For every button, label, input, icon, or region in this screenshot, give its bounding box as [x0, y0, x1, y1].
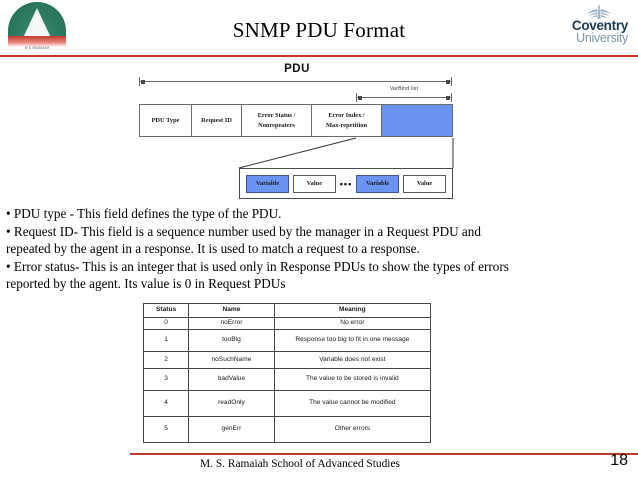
cell-meaning-1: Response too big to fit in one message — [273, 329, 432, 352]
varbind-expansion-connector-lines — [238, 137, 454, 169]
varbind-value-box-2: Value — [403, 174, 447, 193]
bullet-line-1: • PDU type - This field defines the type… — [6, 206, 282, 221]
coventry-logo-subname: University — [576, 31, 628, 45]
pdu-field-error-index: Error Index / Max-repetition — [312, 105, 382, 136]
cell-status-0: 0 — [142, 317, 190, 330]
bullet-line-2: • Request ID- This field is a sequence n… — [6, 223, 481, 239]
pdu-span-line — [139, 81, 452, 82]
table-header-meaning: Meaning — [273, 303, 432, 318]
varbind-variable-box-2: Variable — [356, 174, 400, 193]
varbind-list-expanded-row: Variable Value ••• Variable Value — [239, 168, 453, 199]
cell-name-3: badValue — [188, 368, 275, 391]
table-header-row: Status Name Meaning — [142, 303, 432, 318]
cell-name-1: tooBig — [188, 329, 275, 352]
msrsas-triangle-shape — [23, 8, 51, 38]
pdu-field-row: PDU Type Request ID Error Status / Nonre… — [139, 104, 453, 137]
table-row: 3 badValue The value to be stored is inv… — [142, 368, 432, 391]
cell-status-3: 3 — [142, 368, 190, 391]
pdu-span-left-arrow — [141, 79, 145, 84]
cell-meaning-3: The value to be stored is invalid — [273, 368, 432, 391]
slide-header: M S RAMAIAH SNMP PDU Format Coventry Uni… — [0, 0, 638, 57]
bullet-line-3: repeated by the agent in a response. It … — [6, 241, 420, 257]
cell-name-4: readOnly — [188, 390, 275, 417]
page-number: 18 — [610, 452, 628, 469]
pdu-span-right-arrow — [446, 79, 450, 84]
pdu-field-pdu-type-line1: PDU Type — [151, 116, 180, 124]
cell-meaning-2: Variable does not exist — [273, 351, 432, 369]
varbind-span-left-tick — [356, 93, 357, 102]
table-row: 0 noError No error — [142, 317, 432, 330]
cell-meaning-4: The value cannot be modified — [273, 390, 432, 417]
pdu-span-left-tick — [139, 77, 140, 86]
varbind-value-box-1: Value — [292, 174, 336, 193]
table-row: 4 readOnly The value cannot be modified — [142, 390, 432, 417]
pdu-span-arrow — [139, 77, 452, 86]
pdu-field-pdu-type: PDU Type — [140, 105, 192, 136]
pdu-diagram-label: PDU — [284, 63, 310, 75]
cell-meaning-5: Other errors — [273, 416, 432, 443]
varbind-span-right-arrow — [446, 95, 450, 100]
body-bullet-text: • PDU type - This field defines the type… — [6, 205, 630, 293]
error-status-table: Status Name Meaning 0 noError No error 1… — [142, 303, 432, 443]
pdu-field-varbind-list — [382, 105, 452, 136]
pdu-field-error-index-line1: Error Index / — [328, 111, 365, 119]
page-title: SNMP PDU Format — [232, 18, 406, 42]
varbind-span-right-tick — [451, 93, 452, 102]
cell-status-1: 1 — [142, 329, 190, 352]
cell-name-0: noError — [188, 317, 275, 330]
table-row: 5 genErr Other errors — [142, 416, 432, 443]
coventry-logo-name: Coventry — [571, 18, 628, 33]
pdu-field-error-status-line2: Nonrepeaters — [258, 121, 295, 129]
pdu-field-error-index-line2: Max-repetition — [325, 121, 368, 129]
varbind-list-span-arrow: VarBind list — [356, 86, 452, 103]
msrsas-red-band — [8, 36, 66, 47]
bullet-line-5: reported by the agent. Its value is 0 in… — [6, 276, 286, 292]
coventry-crest-icon — [587, 4, 611, 19]
cell-status-4: 4 — [142, 390, 190, 417]
varbind-ellipsis: ••• — [339, 178, 353, 189]
pdu-field-request-id-line1: Request ID — [201, 116, 232, 124]
footer-institution-text: M. S. Ramaiah School of Advanced Studies — [200, 458, 400, 470]
table-header-name: Name — [188, 303, 275, 318]
cell-name-2: noSuchName — [188, 351, 275, 369]
footer-divider-rule — [130, 453, 638, 455]
varbind-span-line — [356, 97, 452, 98]
cell-name-5: genErr — [188, 416, 275, 443]
varbind-list-label: VarBind list — [389, 86, 419, 92]
cell-status-5: 5 — [142, 416, 190, 443]
cell-status-2: 2 — [142, 351, 190, 369]
pdu-format-diagram: PDU VarBind list PDU Type Request ID Err… — [137, 63, 457, 200]
msrsas-logo-caption: M S RAMAIAH — [24, 46, 50, 50]
pdu-span-right-tick — [451, 77, 452, 86]
pdu-field-request-id: Request ID — [192, 105, 242, 136]
coventry-university-logo: Coventry University — [554, 3, 630, 49]
header-divider-rule — [0, 55, 638, 57]
varbind-span-left-arrow — [358, 95, 362, 100]
msrsas-logo: M S RAMAIAH — [6, 2, 68, 52]
varbind-variable-box-1: Variable — [245, 174, 289, 193]
bullet-line-4: • Error status- This is an integer that … — [6, 258, 509, 274]
table-row: 1 tooBig Response too big to fit in one … — [142, 329, 432, 352]
cell-meaning-0: No error — [273, 317, 432, 330]
table-row: 2 noSuchName Variable does not exist — [142, 351, 432, 369]
table-header-status: Status — [142, 303, 190, 318]
pdu-field-error-status: Error Status / Nonrepeaters — [242, 105, 312, 136]
pdu-field-error-status-line1: Error Status / — [257, 111, 296, 119]
